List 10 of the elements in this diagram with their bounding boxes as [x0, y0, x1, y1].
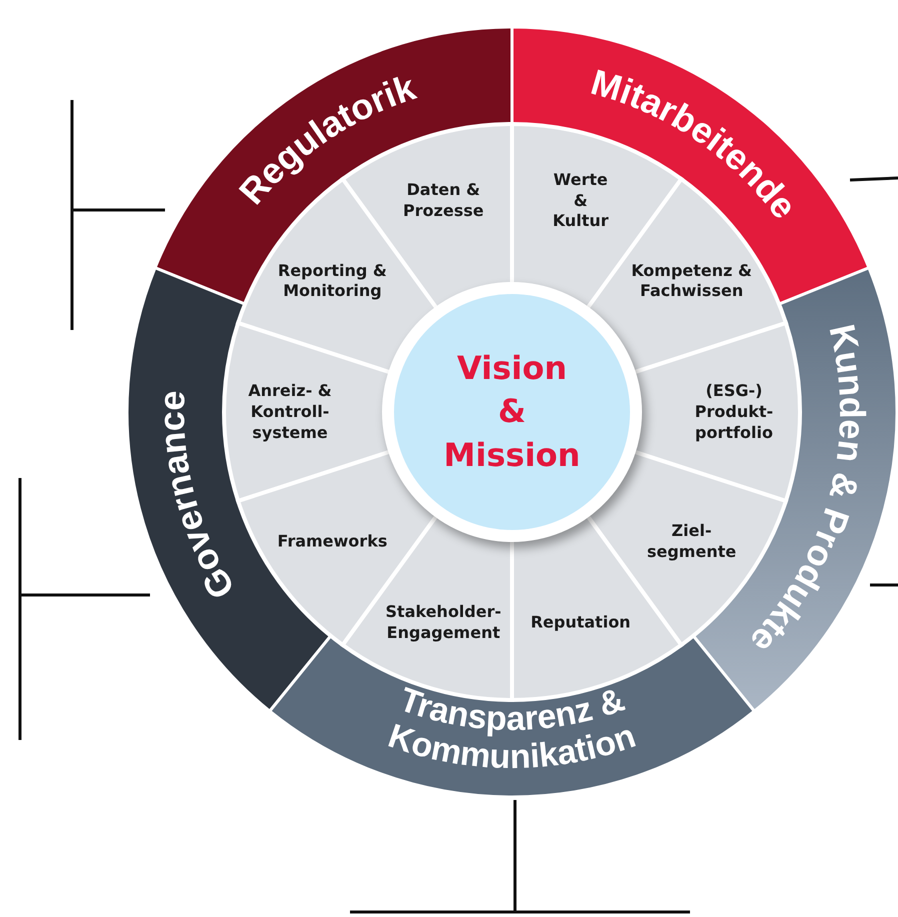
segment-label: Stakeholder- Engagement — [384, 602, 502, 644]
segment-label: Reputation — [530, 612, 632, 634]
segment-label: Reporting & Monitoring — [276, 260, 388, 302]
segment-label: Ziel- segmente — [646, 522, 736, 564]
segment-label: Kompetenz & Fachwissen — [630, 260, 753, 302]
segment-label: Anreiz- & Kontroll- systeme — [247, 380, 333, 444]
center-title: Vision & Mission — [444, 348, 580, 476]
segment-label: (ESG-) Produkt- portfolio — [694, 380, 774, 444]
sector-title: Transparenz & Kommunikation — [384, 680, 640, 776]
segment-label: Frameworks — [276, 532, 388, 553]
